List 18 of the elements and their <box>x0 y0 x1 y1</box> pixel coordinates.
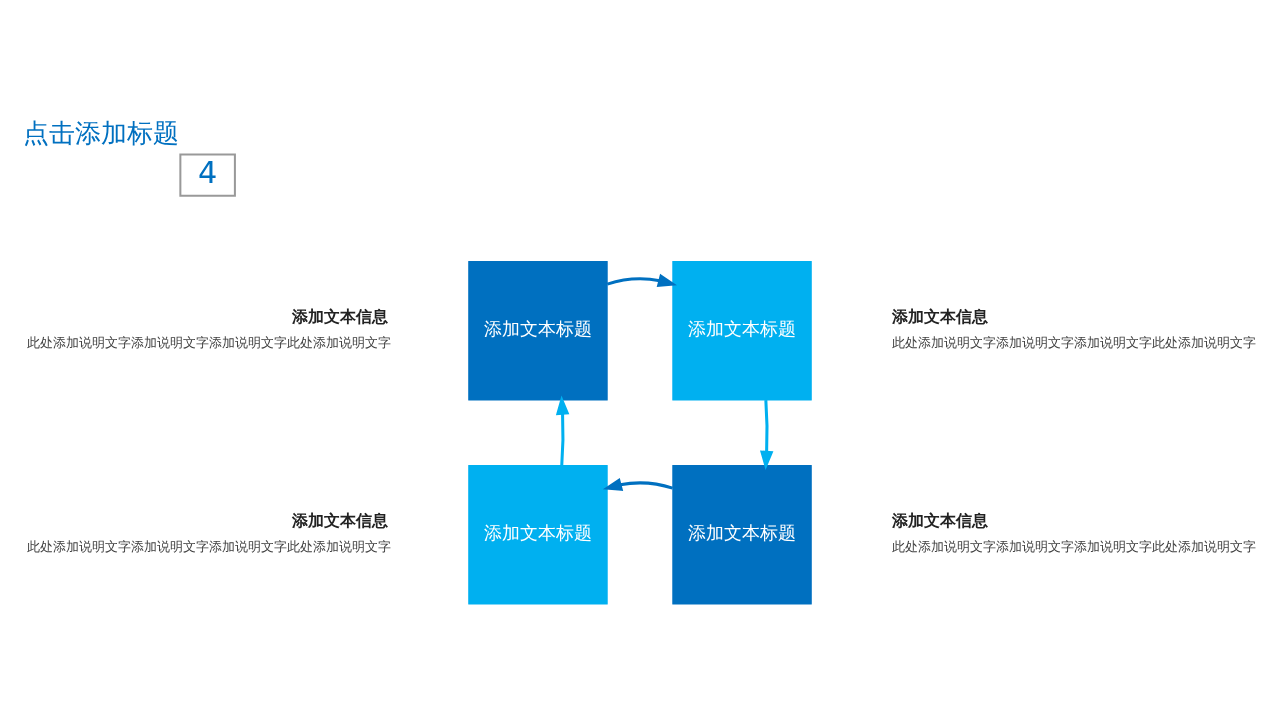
label: 4 <box>197 154 218 190</box>
arrow <box>555 395 570 466</box>
node-label: 此处添加说明文字添加说明文字添加说明文字此处添加说明文字 <box>26 334 391 350</box>
node-label: 添加文本信息 <box>891 306 988 326</box>
node-box: 添加文本标题 <box>468 464 608 604</box>
node-box: 添加文本标题 <box>468 260 608 400</box>
diagram-title: 点击添加标题 <box>22 117 179 148</box>
arrow <box>602 477 673 491</box>
arrow <box>606 273 677 287</box>
node-box: 添加文本标题 <box>672 260 812 400</box>
node-label: 此处添加说明文字添加说明文字添加说明文字此处添加说明文字 <box>26 538 391 554</box>
node-label: 添加文本信息 <box>891 510 988 530</box>
node-box: 添加文本标题 <box>672 464 812 604</box>
node-label: 此处添加说明文字添加说明文字添加说明文字此处添加说明文字 <box>891 334 1256 350</box>
node-label: 添加文本信息 <box>292 510 389 530</box>
node-label: 此处添加说明文字添加说明文字添加说明文字此处添加说明文字 <box>891 538 1256 554</box>
arrow <box>759 399 774 470</box>
node-label: 添加文本信息 <box>292 306 389 326</box>
